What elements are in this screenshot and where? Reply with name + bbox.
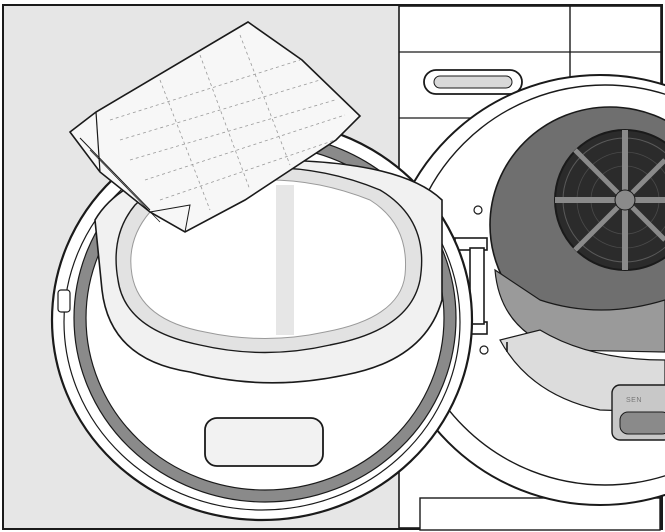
- handle-icon: [204, 417, 324, 467]
- mesh-filter-icon: [554, 129, 665, 271]
- panel-text: SEN: [626, 397, 642, 404]
- folded-towel-icon: [68, 21, 362, 233]
